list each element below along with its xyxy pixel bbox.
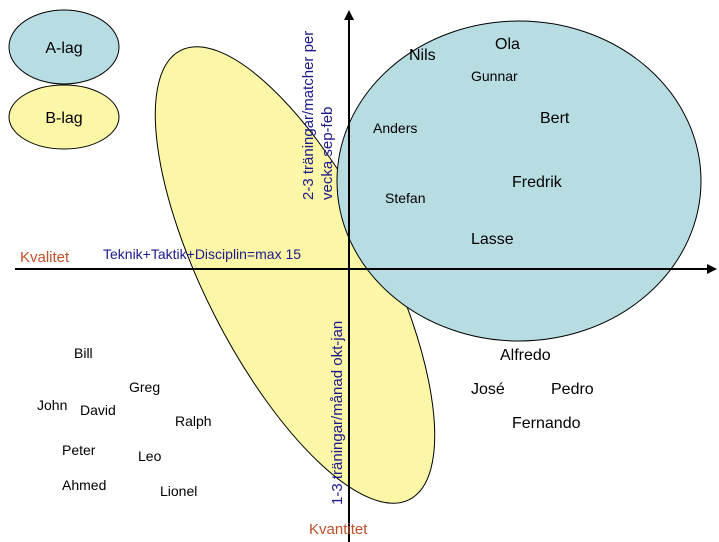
player-fernando: Fernando	[512, 415, 581, 432]
player-greg: Greg	[129, 379, 160, 395]
player-david: David	[80, 402, 116, 418]
player-peter: Peter	[62, 442, 96, 458]
player-ahmed: Ahmed	[62, 477, 106, 493]
x-axis-label: Kvalitet	[20, 249, 70, 266]
legend-a-lag-swatch	[8, 9, 120, 85]
legend-b-lag-label: B-lag	[45, 110, 82, 127]
player-stefan: Stefan	[385, 190, 425, 206]
y-upper-line2: vecka sep-feb	[319, 107, 336, 200]
player-bert: Bert	[540, 110, 570, 127]
y-axis-label: Kvantitet	[309, 521, 368, 538]
player-alfredo: Alfredo	[500, 347, 551, 364]
player-fredrik: Fredrik	[512, 174, 563, 191]
player-jose: José	[471, 381, 505, 398]
player-anders: Anders	[373, 120, 417, 136]
player-bill: Bill	[74, 345, 93, 361]
y-lower-line: 1-3 träningar/månad okt-jan	[329, 321, 346, 505]
y-lower-annotation: 1-3 träningar/månad okt-jan	[329, 321, 346, 505]
legend-a-lag-label: A-lag	[45, 40, 82, 57]
a-lag-region	[336, 20, 702, 342]
player-john: John	[37, 397, 67, 413]
x-axis-sublabel: Teknik+Taktik+Disciplin=max 15	[103, 246, 301, 262]
player-lasse: Lasse	[471, 231, 514, 248]
legend-b-lag-swatch	[8, 84, 120, 150]
player-pedro: Pedro	[551, 381, 594, 398]
player-leo: Leo	[138, 448, 162, 464]
player-gunnar: Gunnar	[471, 68, 518, 84]
player-ralph: Ralph	[175, 413, 212, 429]
y-upper-annotation: 2-3 träningar/matcher per vecka sep-feb	[300, 31, 336, 200]
player-ola: Ola	[495, 36, 520, 53]
y-upper-line1: 2-3 träningar/matcher per	[300, 31, 317, 200]
player-nils: Nils	[409, 47, 436, 64]
player-lionel: Lionel	[160, 483, 197, 499]
